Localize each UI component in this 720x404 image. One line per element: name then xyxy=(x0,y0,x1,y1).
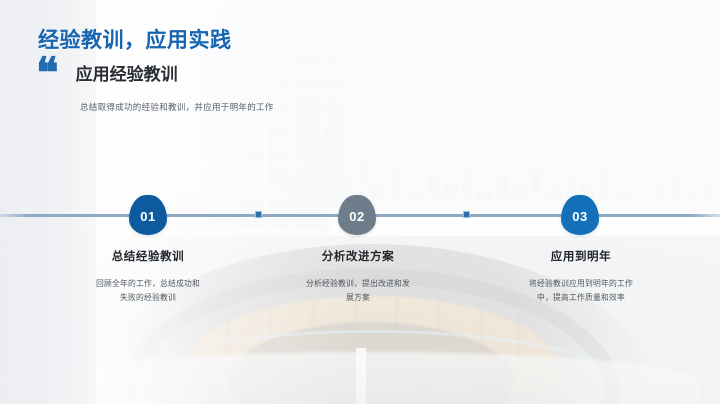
step-title: 分析改进方案 xyxy=(321,251,395,263)
step-body-line: 失败的经验教训 xyxy=(120,292,176,302)
timeline-step-02: 分析改进方案 分析经验教训，提出改进和发 展方案 xyxy=(268,248,448,304)
step-body-line: 回顾全年的工作，总结成功和 xyxy=(96,279,200,288)
step-body: 回顾全年的工作，总结成功和 失败的经验教训 xyxy=(58,277,238,304)
step-body: 分析经验教训，提出改进和发 展方案 xyxy=(268,277,448,304)
timeline-node-dot xyxy=(463,211,470,218)
section-subtitle: 应用经验教训 xyxy=(75,65,178,84)
timeline-step-01: 总结经验教训 回顾全年的工作，总结成功和 失败的经验教训 xyxy=(58,248,238,304)
step-body-line: 中，提高工作质量和效率 xyxy=(537,292,625,302)
timeline-badge-number: 01 xyxy=(140,209,156,224)
step-body-line: 将经验教训应用到明年的工作 xyxy=(529,279,633,288)
quote-heading-row: ❝ 应用经验教训 xyxy=(36,51,178,97)
timeline-badge-01[interactable]: 01 xyxy=(129,195,167,235)
page-title: 经验教训，应用实践 xyxy=(38,29,232,52)
section-description: 总结取得成功的经验和教训，并应用于明年的工作 xyxy=(80,102,274,112)
step-body-line: 分析经验教训，提出改进和发 xyxy=(306,279,410,288)
timeline-badge-number: 02 xyxy=(349,209,365,224)
timeline-badge-03[interactable]: 03 xyxy=(561,195,599,235)
step-title: 应用到明年 xyxy=(550,251,612,263)
timeline-badge-number: 03 xyxy=(572,209,588,224)
quotation-mark-icon: ❝ xyxy=(36,51,59,97)
timeline-node-dot xyxy=(255,211,262,218)
step-body: 将经验教训应用到明年的工作 中，提高工作质量和效率 xyxy=(486,277,676,304)
left-light-panel xyxy=(0,0,96,404)
timeline-step-03: 应用到明年 将经验教训应用到明年的工作 中，提高工作质量和效率 xyxy=(486,248,676,304)
step-body-line: 展方案 xyxy=(346,292,370,302)
step-title: 总结经验教训 xyxy=(111,251,185,263)
timeline-badge-02[interactable]: 02 xyxy=(338,195,376,235)
